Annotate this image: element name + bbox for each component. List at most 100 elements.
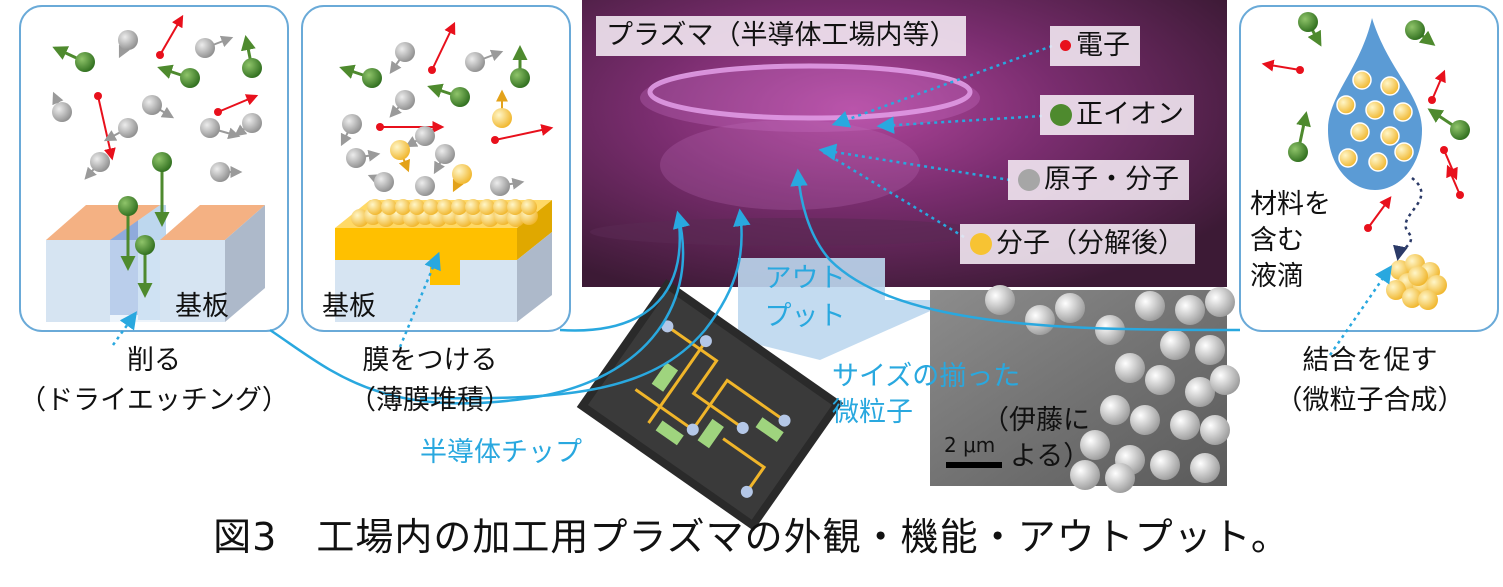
atom-particle	[200, 118, 220, 138]
deposited-particle	[381, 199, 397, 215]
sem-sphere	[1100, 395, 1130, 425]
atom-particle	[90, 152, 110, 172]
sem-sphere	[1200, 415, 1230, 445]
sem-sphere	[1105, 463, 1135, 493]
particles-label-line1: サイズの揃った	[832, 361, 1021, 392]
droplet-particle	[1380, 126, 1400, 146]
cluster-particle	[1402, 288, 1422, 308]
legend-atom: 原子・分子	[1008, 160, 1189, 200]
deposited-particle	[465, 199, 481, 215]
deposited-particle	[367, 199, 383, 215]
sem-sphere	[1070, 460, 1100, 490]
electron-particle-arrow	[97, 95, 116, 161]
atom-particle	[415, 176, 435, 196]
synthesis-label-line2: （微粒子合成）	[1275, 385, 1465, 416]
legend-atom-label: 原子・分子	[1044, 164, 1179, 195]
legend-electron-label: 電子	[1076, 30, 1130, 61]
atom-particle	[395, 90, 415, 110]
atom-particle	[465, 52, 485, 72]
electron-particle-arrow	[1261, 59, 1301, 72]
electron-particle-arrow	[217, 94, 259, 113]
sem-sphere	[1025, 305, 1055, 335]
ion-particle	[1450, 120, 1470, 140]
droplet-particle	[1338, 148, 1358, 168]
sem-sphere	[1210, 365, 1240, 395]
process-arrows	[269, 168, 1241, 405]
atom-molecule-icon	[1018, 169, 1040, 191]
fused-cluster	[1386, 254, 1447, 310]
sem-sphere	[1185, 377, 1215, 407]
positive-ion-icon	[1050, 104, 1072, 126]
atom-particle	[490, 176, 510, 196]
droplet-particle	[1393, 102, 1413, 122]
particles	[52, 12, 1470, 298]
electron-particle-arrow	[1446, 164, 1461, 196]
droplet-label-line3: 液滴	[1250, 261, 1304, 292]
sem-sphere	[985, 285, 1015, 315]
droplet-label-line2: 含む	[1250, 225, 1304, 256]
deposited-particle	[493, 199, 509, 215]
semiconductor-chip	[576, 279, 844, 531]
sem-sphere	[1055, 293, 1085, 323]
electron-particle	[214, 108, 222, 116]
atom-particle	[374, 172, 394, 192]
droplet-particle	[1336, 95, 1356, 115]
legend-ion-label: 正イオン	[1076, 99, 1184, 130]
cluster-particle	[1386, 280, 1406, 300]
electron-particle	[94, 92, 102, 100]
atom-particle	[342, 114, 362, 134]
chip-label: 半導体チップ	[420, 437, 582, 468]
atom-particle	[142, 95, 162, 115]
electron-particle	[1296, 66, 1304, 74]
droplet-particle	[1368, 152, 1388, 172]
etching-label-line2: （ドライエッチング）	[19, 385, 289, 416]
figure-caption: 図3 工場内の加工用プラズマの外観・機能・アウトプット。	[213, 515, 1290, 559]
droplet-particles	[1336, 70, 1414, 172]
ion-particle	[152, 152, 172, 172]
sem-sphere	[1095, 315, 1125, 345]
electron-particle	[491, 136, 499, 144]
cluster-particle	[1408, 266, 1428, 286]
output-label-line2: プット	[764, 301, 846, 332]
fragment-particle	[492, 108, 512, 128]
legend-arrows	[111, 44, 1392, 356]
droplet-particle	[1394, 142, 1414, 162]
ion-particle	[242, 58, 262, 78]
electron-particle-arrow	[431, 21, 456, 71]
plasma-title: プラズマ（半導体工場内等）	[596, 16, 967, 56]
atom-particle	[415, 126, 435, 146]
deposited-particle	[521, 199, 537, 215]
etching-substrate-label: 基板	[175, 291, 229, 322]
electron-icon	[1060, 40, 1071, 51]
droplet-particle	[1380, 76, 1400, 96]
ion-particle	[135, 235, 155, 255]
ion-particle	[510, 68, 530, 88]
sem-image	[930, 285, 1240, 493]
sem-sphere	[1195, 335, 1225, 365]
deposited-particle	[507, 199, 523, 215]
legend-fragment-label: 分子（分解後）	[996, 228, 1185, 259]
sem-sphere	[1175, 295, 1205, 325]
scale-bar-label: 2 μm	[944, 433, 996, 457]
output-label-line1: アウト	[764, 263, 846, 294]
droplet-particle	[1350, 122, 1370, 142]
cluster-particle	[1418, 290, 1438, 310]
ion-particle	[450, 87, 470, 107]
atom-particle	[242, 113, 262, 133]
deposited-particle	[451, 199, 467, 215]
ion-particle	[180, 68, 200, 88]
deposited-particle	[395, 199, 411, 215]
ion-particle	[1405, 20, 1425, 40]
sem-sphere	[1205, 287, 1235, 317]
atom-particle	[210, 162, 230, 182]
electron-particle	[1364, 224, 1372, 232]
electron-particle	[1428, 96, 1436, 104]
fragment-molecule-icon	[970, 233, 992, 255]
droplet-label-line1: 材料を	[1250, 189, 1331, 220]
electron-particle-arrow	[159, 14, 184, 56]
ion-particle	[1298, 12, 1318, 32]
sem-sphere	[1145, 365, 1175, 395]
atom-particle	[395, 42, 415, 62]
electron-particle-arrow	[494, 124, 554, 141]
